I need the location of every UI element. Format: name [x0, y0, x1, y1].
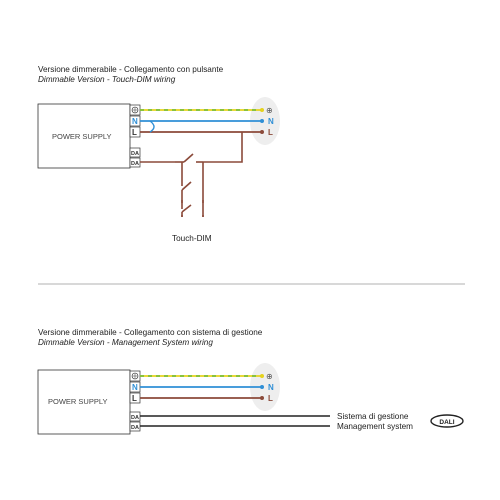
touch-dim-label: Touch-DIM — [172, 234, 212, 243]
terminal-da2-1: DA — [131, 161, 139, 167]
system-label-en: Management system — [337, 422, 413, 431]
terminal-da1-1: DA — [131, 151, 139, 157]
mains-l-label-2: L — [268, 394, 273, 403]
terminal-da2-2: DA — [131, 425, 139, 431]
bridge-arc-1 — [149, 120, 155, 133]
power-supply-box-1 — [37, 103, 131, 169]
live-to-switch-wire — [203, 132, 243, 163]
mains-n-label-2: N — [268, 383, 274, 392]
earth-icon: ⊕ — [266, 106, 273, 115]
power-supply-label-1: POWER SUPPLY — [52, 132, 111, 141]
terminal-block-2: N L DA DA — [129, 370, 141, 432]
mains-l-label-1: L — [268, 128, 273, 137]
dali-logo-text: DALI — [439, 419, 454, 426]
terminal-n-2: N — [132, 383, 138, 392]
terminal-block-1: N L DA DA — [129, 104, 141, 168]
mains-connector-1 — [250, 97, 280, 145]
section2-title-it: Versione dimmerabile - Collegamento con … — [38, 328, 263, 337]
terminal-l-1: L — [132, 128, 137, 137]
terminal-l-2: L — [132, 394, 137, 403]
power-supply-label-2: POWER SUPPLY — [48, 397, 107, 406]
mains-connector-2 — [250, 363, 280, 411]
earth-icon-2: ⊕ — [266, 372, 273, 381]
section1-title-it: Versione dimmerabile - Collegamento con … — [38, 65, 224, 74]
mains-n-label-1: N — [268, 117, 274, 126]
terminal-n-1: N — [132, 117, 138, 126]
section2-title-en: Dimmable Version - Management System wir… — [38, 338, 213, 347]
power-supply-box-2 — [37, 369, 131, 435]
section1-title-en: Dimmable Version - Touch-DIM wiring — [38, 75, 176, 84]
system-label-it: Sistema di gestione — [337, 412, 409, 421]
touch-dim-switches — [175, 153, 205, 217]
dali-logo-icon: DALI — [430, 414, 464, 428]
section1-diagram: POWER SUPPLY N L DA DA ⊕ N L — [37, 97, 280, 217]
section2-diagram: POWER SUPPLY N L DA DA ⊕ N L Sistema d — [37, 363, 464, 435]
terminal-da1-2: DA — [131, 415, 139, 421]
